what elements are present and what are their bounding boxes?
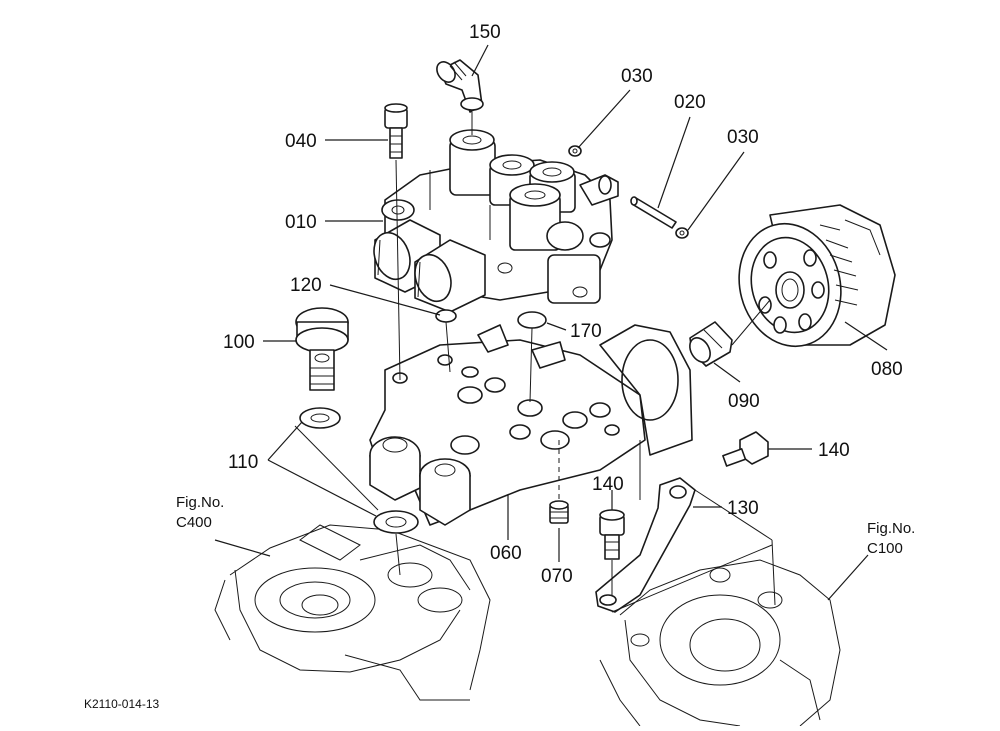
nipple-090 (689, 321, 733, 367)
callout-130: 130 (727, 498, 759, 519)
callout-140-lower: 140 (592, 474, 624, 495)
figure-ref-c100-line1: Fig.No. (867, 520, 915, 537)
leader-030-lower (687, 151, 745, 231)
bolt-140-upper (722, 431, 769, 467)
clip-030-lower (675, 227, 689, 239)
callout-150: 150 (469, 22, 501, 43)
leader-090 (713, 362, 741, 383)
leader-150 (471, 44, 489, 77)
washer-110-lower (373, 510, 419, 534)
callout-170: 170 (570, 321, 602, 342)
leader-fig-c100 (827, 554, 869, 601)
callout-120: 120 (290, 275, 322, 296)
leader-fig-c400 (214, 539, 271, 557)
figure-ref-c400-line2: C400 (176, 514, 212, 531)
plug-070 (549, 500, 569, 524)
engine-block-c400-outline (214, 524, 491, 701)
callout-100: 100 (223, 332, 255, 353)
leader-030-upper (577, 89, 631, 149)
callout-060: 060 (490, 543, 522, 564)
o-ring-120 (435, 309, 457, 323)
figure-ref-c400: Fig.No. C400 (176, 494, 224, 531)
leader-110-upper (267, 421, 303, 461)
gear-housing-c100-outline (599, 559, 841, 727)
figure-ref-c400-line1: Fig.No. (176, 494, 224, 511)
valve-body-010 (373, 129, 619, 313)
leader-120 (329, 284, 441, 316)
clip-030-upper (568, 145, 582, 157)
o-ring-170 (517, 311, 547, 329)
bolt-040 (384, 103, 408, 159)
leader-170 (546, 322, 567, 331)
callout-140-upper: 140 (818, 440, 850, 461)
callout-020: 020 (674, 92, 706, 113)
callout-070: 070 (541, 566, 573, 587)
leader-110-lower (267, 459, 377, 517)
filter-base-060 (369, 324, 693, 526)
assembly-lines (294, 112, 776, 613)
drawing-code: K2110-014-13 (84, 697, 159, 711)
leader-020 (657, 116, 691, 209)
support-stay-130 (595, 477, 696, 613)
callout-030-lower: 030 (727, 127, 759, 148)
figure-ref-c100-line2: C100 (867, 540, 903, 557)
callout-040: 040 (285, 131, 317, 152)
elbow-fitting-150 (436, 59, 484, 113)
callout-080: 080 (871, 359, 903, 380)
banjo-bolt-100 (295, 307, 349, 391)
callout-labels: 150 030 020 030 040 010 120 170 100 080 … (223, 22, 903, 587)
callout-110: 110 (228, 452, 258, 473)
leader-080 (844, 321, 888, 351)
callout-010: 010 (285, 212, 317, 233)
oil-filter-080 (738, 204, 896, 348)
washer-110-upper (299, 407, 341, 429)
bolt-140-lower (599, 509, 625, 560)
leader-lines (214, 44, 888, 601)
figure-ref-c100: Fig.No. C100 (867, 520, 915, 557)
pin-020 (630, 196, 677, 229)
callout-030-upper: 030 (621, 66, 653, 87)
callout-090: 090 (728, 391, 760, 412)
